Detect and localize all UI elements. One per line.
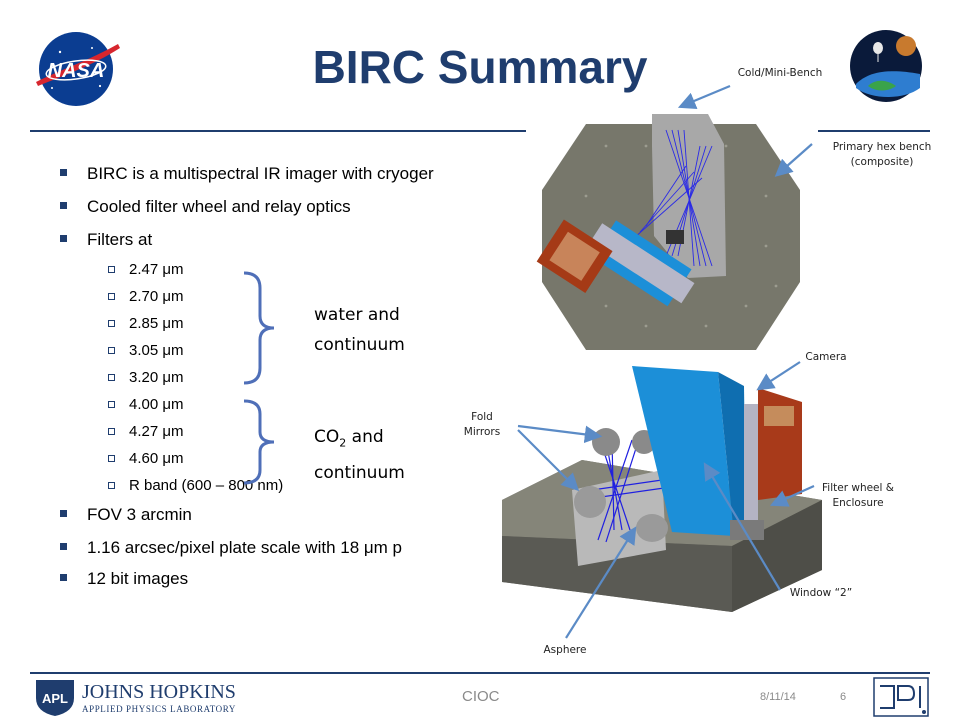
filter-text: 2.70 μm <box>129 288 184 305</box>
footer-center: CIOC <box>462 688 500 705</box>
bullet-text: Filters at <box>87 230 153 249</box>
bullet-marker <box>60 202 67 210</box>
bullet-item: Cooled filter wheel and relay optics <box>60 197 351 217</box>
slide-title: BIRC Summary <box>312 41 648 93</box>
bullet-marker <box>60 543 67 551</box>
filter-text: 2.47 μm <box>129 261 184 278</box>
filter-text: 4.00 μm <box>129 396 184 413</box>
filter-item: 3.05 μm <box>108 342 184 359</box>
callout-fold-mirrors: Fold Mirrors <box>452 410 512 440</box>
callout-fold-line2: Mirrors <box>463 426 501 438</box>
apl-logo: APL JOHNS HOPKINS APPLIED PHYSICS LABORA… <box>32 676 272 718</box>
sub-bullet-marker <box>108 427 115 435</box>
bullet-item: BIRC is a multispectral IR imager with c… <box>60 164 434 184</box>
sub-bullet-marker <box>108 319 115 327</box>
filter-text: 4.27 μm <box>129 423 184 440</box>
sub-bullet-marker <box>108 373 115 381</box>
bullet-marker <box>60 235 67 243</box>
sub-bullet-marker <box>108 346 115 354</box>
cold-bench-render <box>526 106 818 360</box>
callout-window: Window “2” <box>789 587 853 599</box>
jh-logo-line1: JOHNS HOPKINS <box>82 681 236 703</box>
nasa-logo-text: NASA <box>48 60 105 82</box>
callout-cold-bench: Cold/Mini-Bench <box>737 67 823 79</box>
sub-bullet-marker <box>108 265 115 273</box>
nasa-logo: NASA <box>30 30 122 108</box>
filter-item: 4.60 μm <box>108 450 184 467</box>
callout-camera: Camera <box>805 351 847 363</box>
co2-text: CO <box>314 427 340 447</box>
water-note-line1: water and <box>314 305 400 325</box>
bracket-water <box>243 271 275 385</box>
title-rule <box>30 130 930 132</box>
sub-bullet-marker <box>108 292 115 300</box>
bullet-marker <box>60 169 67 177</box>
bullet-marker <box>60 510 67 518</box>
filter-item: 4.27 μm <box>108 423 184 440</box>
filter-item: R band (600 – 800 nm) <box>108 477 283 494</box>
bullet-item: Filters at <box>60 230 152 250</box>
co2-subscript: 2 <box>339 436 347 450</box>
filter-text: 2.85 μm <box>129 315 184 332</box>
co2-and-text: and <box>346 427 384 447</box>
filter-item: 2.85 μm <box>108 315 184 332</box>
bullet-item: 12 bit images <box>60 569 188 589</box>
callout-filter-line1: Filter wheel & <box>822 482 894 494</box>
water-note: water and continuum <box>314 300 405 360</box>
filter-item: 2.70 μm <box>108 288 184 305</box>
filter-text: R band (600 – 800 nm) <box>129 477 284 494</box>
footer-page: 6 <box>840 691 847 703</box>
callout-primary-hex-line2: (composite) <box>850 156 914 168</box>
bullet-text: FOV 3 arcmin <box>87 505 192 524</box>
jh-logo-line2: APPLIED PHYSICS LABORATORY <box>82 704 236 714</box>
callout-primary-hex-line1: Primary hex bench <box>832 141 932 153</box>
footer-rule <box>30 672 930 674</box>
filter-text: 3.05 μm <box>129 342 184 359</box>
sub-bullet-marker <box>108 481 115 489</box>
bullet-marker <box>60 574 67 582</box>
bullet-text: 12 bit images <box>87 569 189 588</box>
co2-note: CO2 and continuum <box>314 422 405 488</box>
callout-fold-line1: Fold <box>471 411 493 423</box>
planet-balloon-logo <box>848 28 924 104</box>
filter-item: 4.00 μm <box>108 396 184 413</box>
sub-bullet-marker <box>108 454 115 462</box>
footer-date: 8/11/14 <box>760 691 796 703</box>
bullet-item: 1.16 arcsec/pixel plate scale with 18 μm… <box>60 538 402 558</box>
co2-note-line1: CO2 and <box>314 422 405 458</box>
apl-logo-text: APL <box>42 691 68 706</box>
optics-bench-render <box>482 350 832 620</box>
bullet-text: Cooled filter wheel and relay optics <box>87 197 351 216</box>
callout-filter-line2: Enclosure <box>832 497 884 509</box>
callout-primary-hex: Primary hex bench (composite) <box>812 140 952 170</box>
bullet-item: FOV 3 arcmin <box>60 505 192 525</box>
sub-bullet-marker <box>108 400 115 408</box>
water-note-line2: continuum <box>314 335 405 355</box>
bullet-text: BIRC is a multispectral IR imager with c… <box>87 164 434 183</box>
filter-text: 4.60 μm <box>129 450 184 467</box>
co2-note-line2: continuum <box>314 463 405 484</box>
sri-logo <box>872 676 930 718</box>
callout-filter-wheel: Filter wheel & Enclosure <box>808 481 908 511</box>
filter-text: 3.20 μm <box>129 369 184 386</box>
filter-item: 3.20 μm <box>108 369 184 386</box>
bullet-text: 1.16 arcsec/pixel plate scale with 18 μm… <box>87 538 403 557</box>
filter-item: 2.47 μm <box>108 261 184 278</box>
bracket-co2 <box>243 399 275 485</box>
callout-asphere: Asphere <box>543 644 587 656</box>
